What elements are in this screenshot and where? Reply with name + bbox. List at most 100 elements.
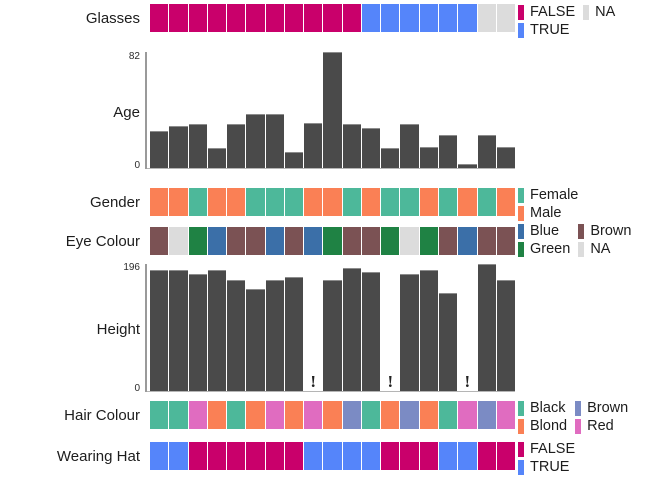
bar-slot-age-16[interactable] xyxy=(458,52,477,168)
cell-eye_colour-14[interactable] xyxy=(419,227,438,255)
bar-slot-height-0[interactable] xyxy=(150,264,169,391)
cell-gender-3[interactable] xyxy=(207,188,227,216)
cell-gender-1[interactable] xyxy=(169,188,188,216)
cell-gender-2[interactable] xyxy=(188,188,207,216)
bar-slot-height-15[interactable] xyxy=(438,264,458,391)
cell-wearing_hat-2[interactable] xyxy=(188,442,207,470)
cell-hair_colour-10[interactable] xyxy=(342,401,361,429)
bar-slot-age-8[interactable] xyxy=(304,52,323,168)
cell-glasses-1[interactable] xyxy=(169,4,188,32)
cell-gender-8[interactable] xyxy=(304,188,323,216)
bar-slot-age-14[interactable] xyxy=(419,52,438,168)
cell-eye_colour-8[interactable] xyxy=(304,227,323,255)
cell-hair_colour-2[interactable] xyxy=(188,401,207,429)
bar-slot-age-0[interactable] xyxy=(150,52,169,168)
legend-item-eye-brown[interactable]: Brown xyxy=(578,222,631,240)
cell-gender-9[interactable] xyxy=(323,188,342,216)
cell-glasses-8[interactable] xyxy=(304,4,323,32)
cell-wearing_hat-7[interactable] xyxy=(284,442,304,470)
bar-slot-age-4[interactable] xyxy=(227,52,246,168)
legend-item-hair-blond[interactable]: Blond xyxy=(518,417,567,435)
cell-eye_colour-3[interactable] xyxy=(207,227,227,255)
bar-slot-height-3[interactable] xyxy=(207,264,227,391)
legend-item-hair-red[interactable]: Red xyxy=(575,417,628,435)
bar-slot-height-10[interactable] xyxy=(342,264,361,391)
bar-slot-age-15[interactable] xyxy=(438,52,458,168)
cell-wearing_hat-18[interactable] xyxy=(496,442,516,470)
bar-slot-height-7[interactable] xyxy=(284,264,304,391)
cell-glasses-17[interactable] xyxy=(477,4,496,32)
cell-gender-15[interactable] xyxy=(438,188,458,216)
cell-glasses-7[interactable] xyxy=(284,4,304,32)
cell-wearing_hat-15[interactable] xyxy=(438,442,458,470)
bar-slot-age-6[interactable] xyxy=(265,52,284,168)
cell-eye_colour-15[interactable] xyxy=(438,227,458,255)
cell-gender-10[interactable] xyxy=(342,188,361,216)
cell-wearing_hat-9[interactable] xyxy=(323,442,342,470)
cell-wearing_hat-5[interactable] xyxy=(246,442,265,470)
bar-slot-height-18[interactable] xyxy=(496,264,516,391)
cell-hair_colour-6[interactable] xyxy=(265,401,284,429)
cell-gender-0[interactable] xyxy=(150,188,169,216)
cell-glasses-6[interactable] xyxy=(265,4,284,32)
cell-eye_colour-1[interactable] xyxy=(169,227,188,255)
legend-item-glasses-false[interactable]: FALSE xyxy=(518,3,575,21)
cell-eye_colour-4[interactable] xyxy=(227,227,246,255)
cell-gender-7[interactable] xyxy=(284,188,304,216)
cell-wearing_hat-10[interactable] xyxy=(342,442,361,470)
cell-hair_colour-1[interactable] xyxy=(169,401,188,429)
cell-hair_colour-13[interactable] xyxy=(400,401,419,429)
bar-slot-height-12[interactable]: ! xyxy=(381,264,399,391)
cell-hair_colour-4[interactable] xyxy=(227,401,246,429)
cell-hair_colour-9[interactable] xyxy=(323,401,342,429)
bar-slot-age-12[interactable] xyxy=(381,52,400,168)
cell-hair_colour-15[interactable] xyxy=(438,401,458,429)
bar-slot-height-17[interactable] xyxy=(477,264,496,391)
cell-glasses-2[interactable] xyxy=(188,4,207,32)
bar-slot-age-10[interactable] xyxy=(342,52,361,168)
cell-eye_colour-10[interactable] xyxy=(342,227,361,255)
cell-eye_colour-18[interactable] xyxy=(496,227,516,255)
bar-slot-age-3[interactable] xyxy=(207,52,227,168)
bar-slot-height-9[interactable] xyxy=(323,264,342,391)
legend-item-hair-black[interactable]: Black xyxy=(518,399,567,417)
cell-glasses-3[interactable] xyxy=(207,4,227,32)
bar-slot-age-1[interactable] xyxy=(169,52,188,168)
cell-hair_colour-11[interactable] xyxy=(361,401,381,429)
bar-slot-height-11[interactable] xyxy=(361,264,381,391)
cell-hair_colour-0[interactable] xyxy=(150,401,169,429)
cell-glasses-15[interactable] xyxy=(438,4,458,32)
bar-slot-height-2[interactable] xyxy=(188,264,207,391)
legend-item-hat-false[interactable]: FALSE xyxy=(518,440,575,458)
cell-gender-17[interactable] xyxy=(477,188,496,216)
cell-hair_colour-8[interactable] xyxy=(304,401,323,429)
cell-eye_colour-11[interactable] xyxy=(361,227,381,255)
cell-gender-5[interactable] xyxy=(246,188,265,216)
cell-glasses-11[interactable] xyxy=(361,4,381,32)
bar-slot-age-18[interactable] xyxy=(496,52,516,168)
cell-eye_colour-2[interactable] xyxy=(188,227,207,255)
cell-wearing_hat-8[interactable] xyxy=(304,442,323,470)
bar-slot-age-13[interactable] xyxy=(400,52,419,168)
bar-slot-age-2[interactable] xyxy=(188,52,207,168)
cell-wearing_hat-3[interactable] xyxy=(207,442,227,470)
bar-slot-age-7[interactable] xyxy=(284,52,304,168)
cell-gender-4[interactable] xyxy=(227,188,246,216)
legend-item-eye-green[interactable]: Green xyxy=(518,240,570,258)
cell-eye_colour-16[interactable] xyxy=(458,227,477,255)
cell-gender-14[interactable] xyxy=(419,188,438,216)
bar-slot-height-8[interactable]: ! xyxy=(304,264,322,391)
cell-eye_colour-13[interactable] xyxy=(400,227,419,255)
cell-gender-12[interactable] xyxy=(381,188,400,216)
bar-slot-age-5[interactable] xyxy=(246,52,265,168)
cell-eye_colour-6[interactable] xyxy=(265,227,284,255)
legend-item-gender-male[interactable]: Male xyxy=(518,204,664,222)
cell-glasses-9[interactable] xyxy=(323,4,342,32)
legend-item-eye-na[interactable]: NA xyxy=(578,240,631,258)
cell-glasses-10[interactable] xyxy=(342,4,361,32)
cell-gender-16[interactable] xyxy=(458,188,477,216)
cell-glasses-13[interactable] xyxy=(400,4,419,32)
cell-eye_colour-7[interactable] xyxy=(284,227,304,255)
cell-wearing_hat-13[interactable] xyxy=(400,442,419,470)
cell-wearing_hat-1[interactable] xyxy=(169,442,188,470)
